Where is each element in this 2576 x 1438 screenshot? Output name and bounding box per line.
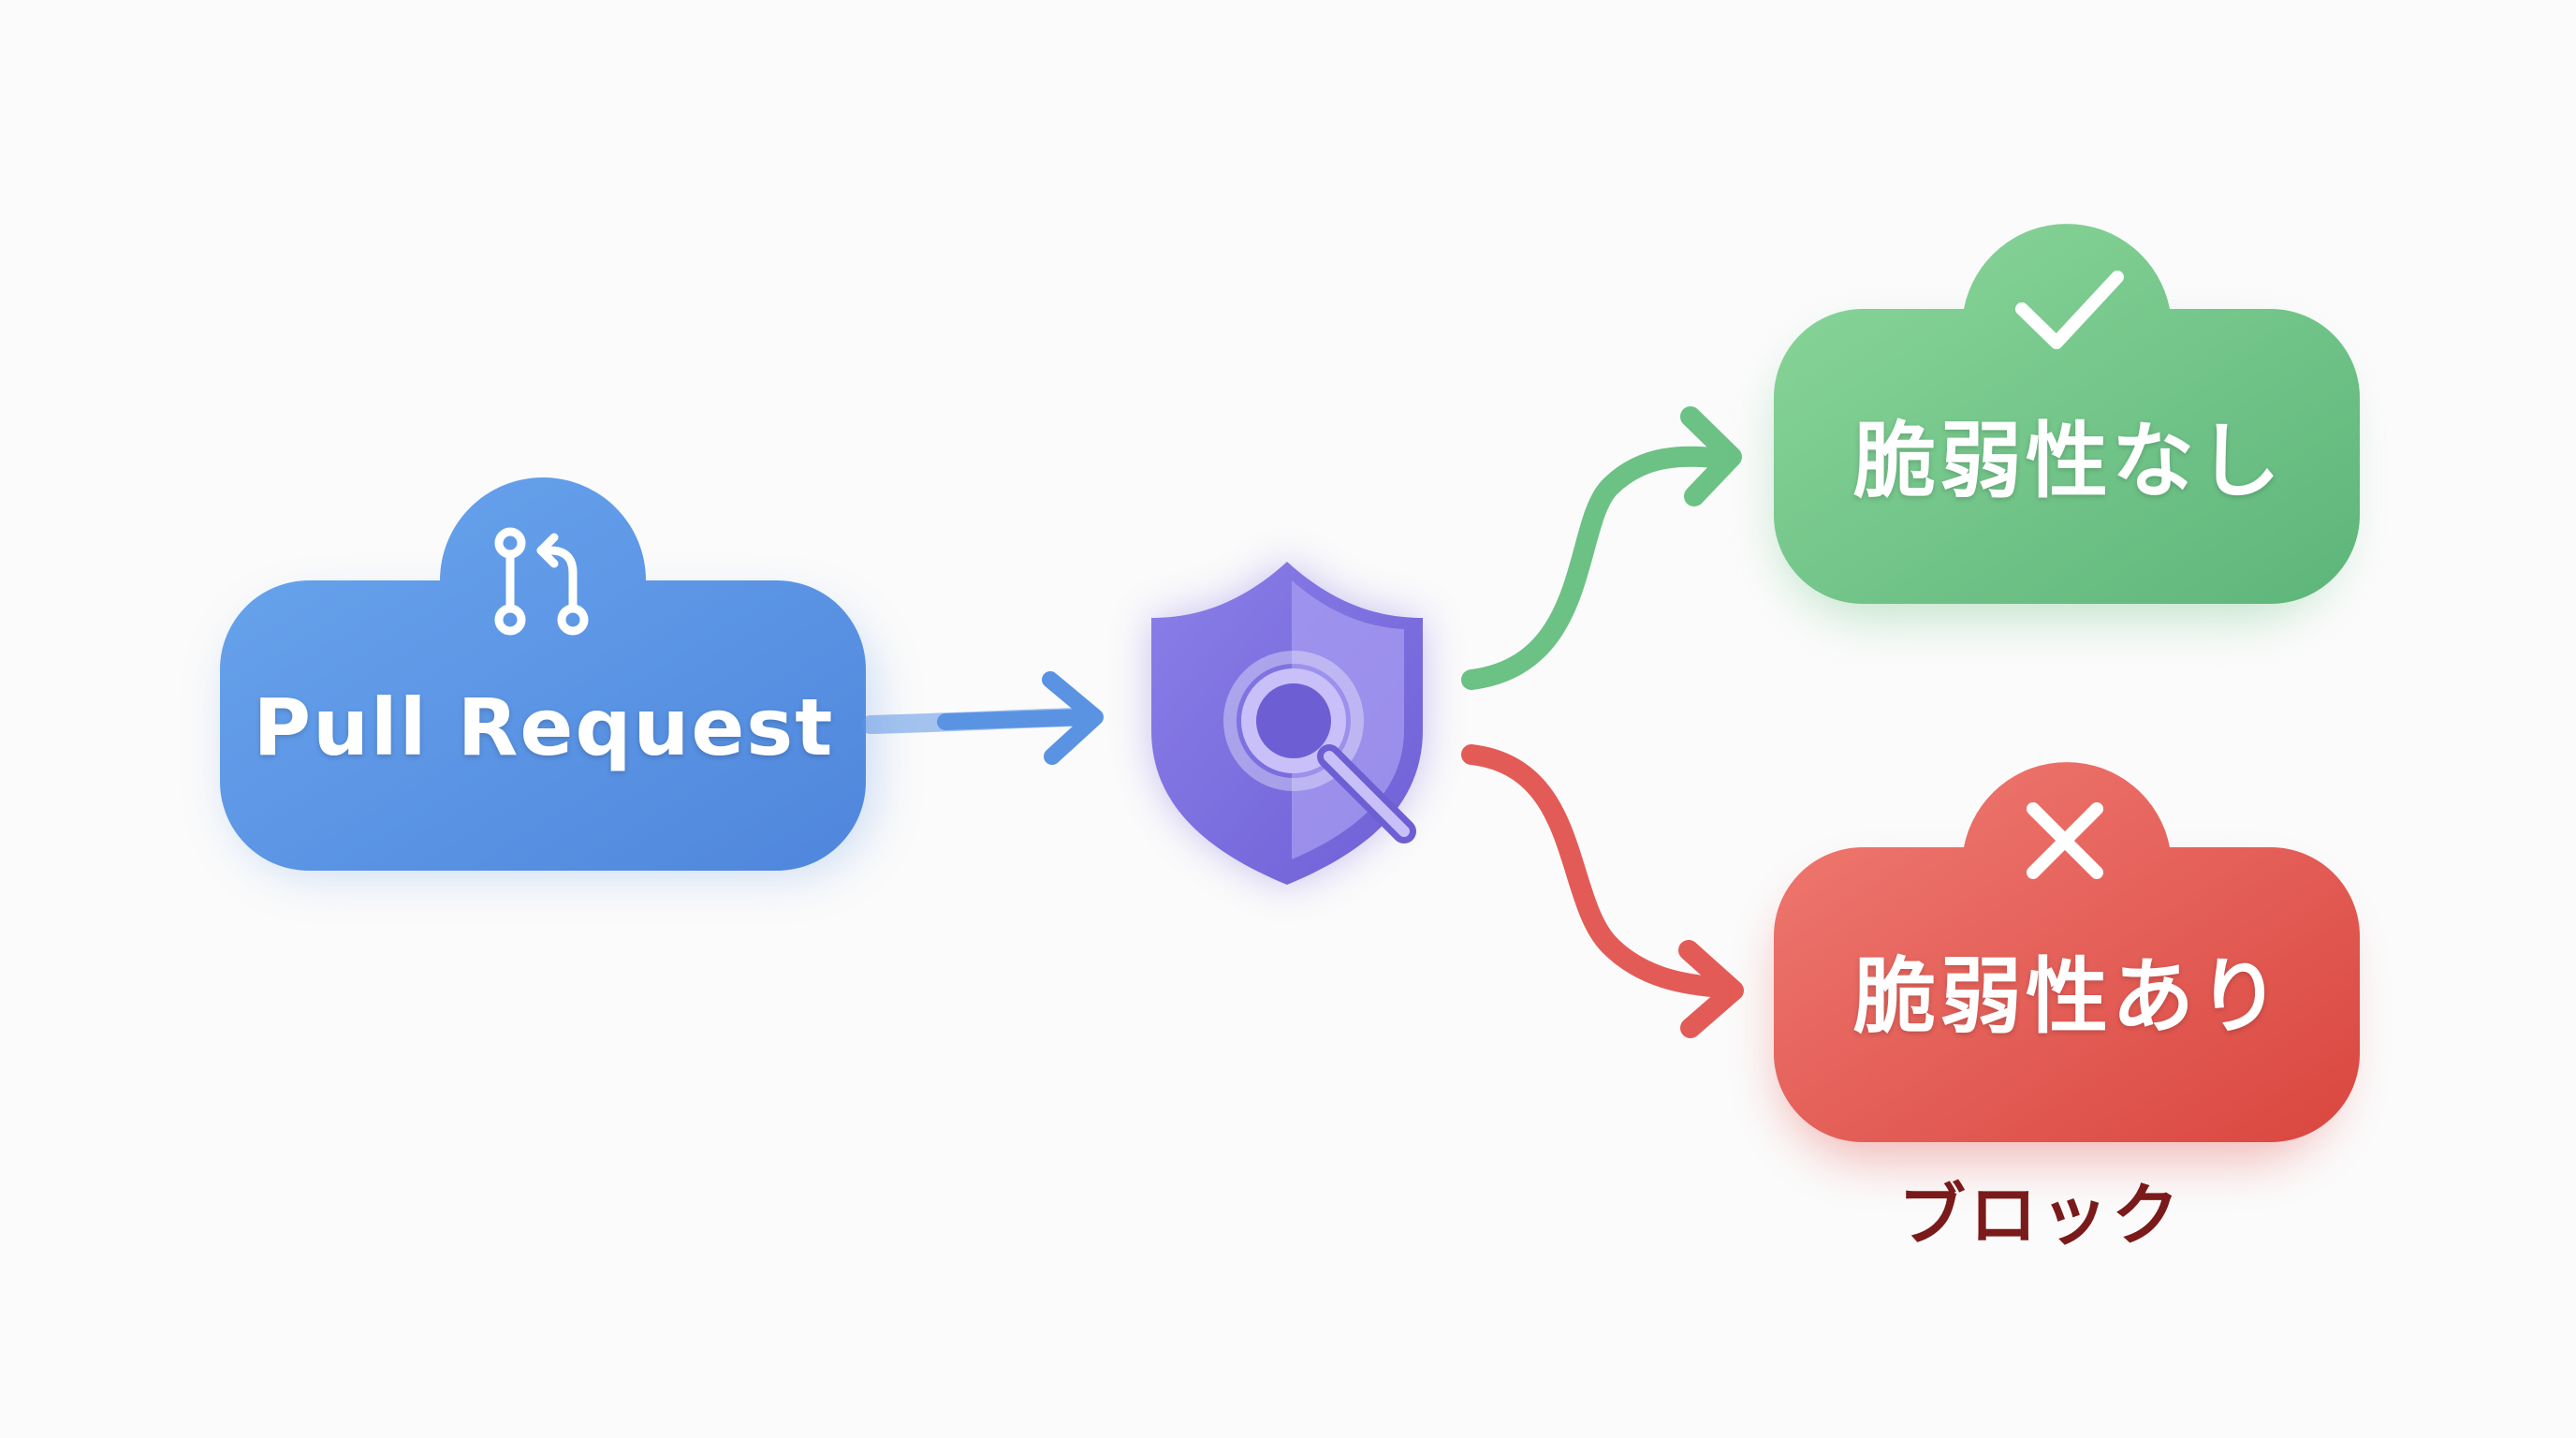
checkmark-icon <box>2015 271 2124 349</box>
vulnerability-found-label: 脆弱性あり <box>1852 948 2284 1045</box>
no-vulnerability-label: 脆弱性なし <box>1852 413 2284 509</box>
node-pull-request-shape <box>220 477 866 871</box>
node-vulnerability-found-shape <box>1774 762 2360 1142</box>
block-caption: ブロック <box>1897 1176 2183 1255</box>
edge-scanner-to-no-vulnerability <box>1461 406 1742 690</box>
edge-scanner-to-vulnerability-found <box>1461 744 1744 1038</box>
shield-magnifier-icon <box>1151 562 1423 885</box>
node-vulnerability-found <box>1774 762 2360 1161</box>
edge-pr-to-scanner <box>861 671 1104 765</box>
node-no-vulnerability-shape <box>1774 224 2360 605</box>
git-pull-request-icon <box>494 527 589 636</box>
node-scanner <box>1151 562 1423 885</box>
node-no-vulnerability <box>1774 224 2360 618</box>
pull-request-label: Pull Request <box>253 682 835 773</box>
node-pull-request <box>220 477 871 871</box>
cross-icon <box>2027 802 2103 879</box>
